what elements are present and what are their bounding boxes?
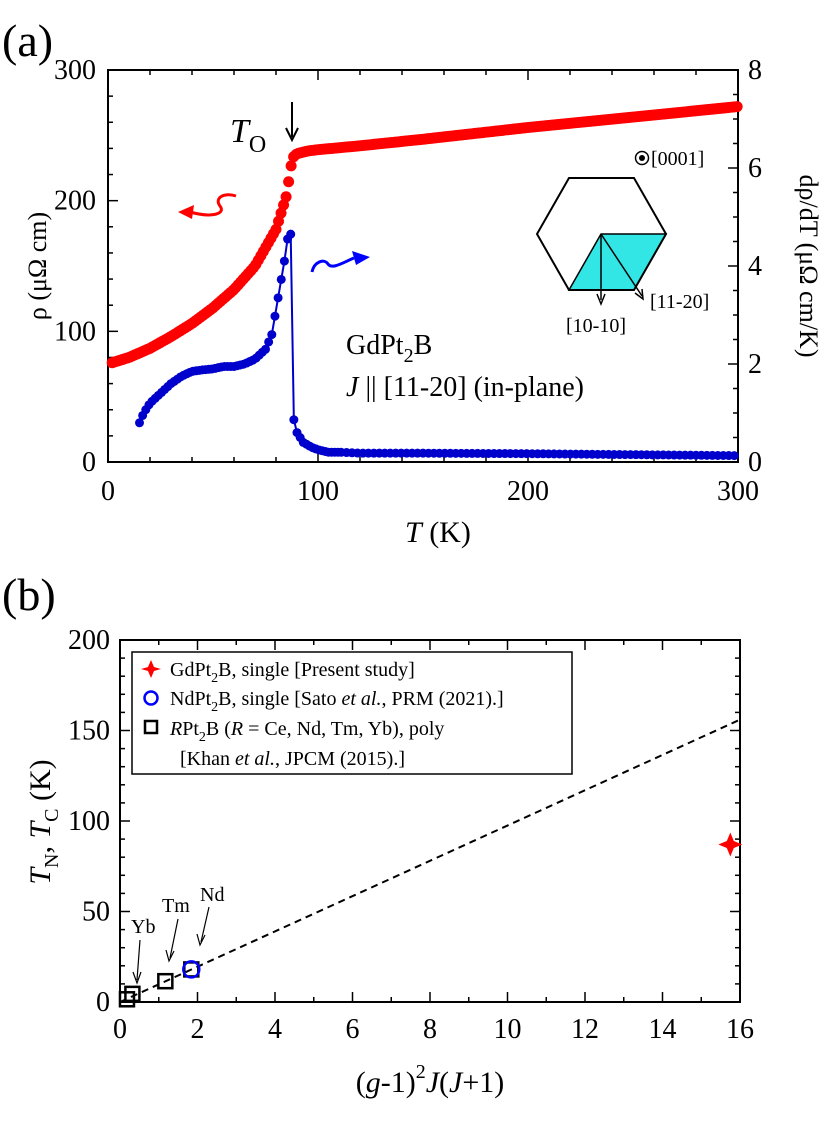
panel-a-xtick-label: 100: [297, 476, 339, 507]
panel-a-ylabel-left: ρ (μΩ cm): [23, 212, 52, 320]
panel-a-ytick-right-label: 2: [748, 349, 762, 380]
panel-b-xtick-label: 14: [649, 1014, 677, 1045]
panel-a-xtick-label: 200: [507, 476, 549, 507]
derivative-point: [264, 337, 274, 347]
point-label-nd: Nd: [200, 884, 224, 906]
legend-entry-gd: GdPt2B, single [Present study]: [170, 659, 415, 686]
point-label-yb: Yb: [131, 916, 155, 938]
transition-label-T: T: [230, 113, 251, 150]
panel-b-ytick-label: 200: [68, 625, 110, 656]
curly-arrow-left: [178, 193, 237, 219]
panel-a-ytick-left-label: 300: [54, 55, 96, 86]
sample-name-suffix: B: [414, 330, 433, 361]
derivative-point: [279, 256, 289, 266]
ndpt2b-circle-point: [182, 960, 201, 979]
panel-a-xlabel-var: T: [405, 516, 424, 549]
sample-name-main: GdPt: [346, 330, 404, 361]
panel-b-label: (b): [2, 569, 56, 620]
panel-b-ytick-label: 100: [68, 806, 110, 837]
point-label-yb-group: Yb: [131, 916, 155, 985]
derivative-point: [270, 311, 280, 321]
legend-circle-icon: [143, 690, 159, 706]
resistivity-point: [283, 176, 295, 188]
curly-arrow-right: [310, 251, 370, 273]
panel-a-ytick-right-label: 0: [748, 447, 762, 478]
panel-a-xtick-label: 0: [101, 476, 115, 507]
panel-b-ylabel: TN, TC (K): [24, 759, 63, 884]
panel-a-ytick-left-label: 200: [54, 186, 96, 217]
hexagon-inset: [0001] [11-20] [10-10]: [535, 148, 709, 337]
panel-b-ticks: 0 2 4 6 8 10 12 14 16 0 50 100 150 200: [68, 625, 754, 1045]
panel-a-ylabel-right: dρ/dT (μΩ cm/K): [794, 175, 823, 358]
derivative-point: [289, 415, 299, 425]
axis-c-icon: [634, 150, 650, 166]
panel-a-series-resistivity: [106, 101, 743, 369]
derivative-point: [261, 344, 270, 354]
axis-c-label: [0001]: [651, 148, 704, 170]
point-label-tm-group: Tm: [162, 895, 190, 963]
panel-b-ytick-label: 50: [82, 897, 110, 928]
cyan-rhombus: [567, 233, 668, 291]
derivative-point: [276, 274, 286, 284]
transition-label-sub: O: [249, 132, 266, 158]
panel-a-ytick-right-label: 6: [748, 153, 762, 184]
panel-a-xtick-label: 300: [717, 476, 759, 507]
point-label-nd-group: Nd: [196, 884, 224, 947]
current-dir: || [11-20] (in-plane): [358, 372, 584, 403]
sample-name-sub: 2: [404, 345, 414, 367]
derivative-point: [286, 229, 296, 239]
panel-a-xlabel: T (K): [405, 516, 471, 549]
panel-b-xtick-label: 10: [494, 1014, 522, 1045]
panel-b-xtick-label: 8: [423, 1014, 437, 1045]
panel-b-xtick-label: 2: [191, 1014, 205, 1045]
panel-a-label: (a): [2, 15, 53, 66]
panel-b-xtick-label: 16: [726, 1014, 754, 1045]
legend-entry-rpt2b-ref: [Khan et al., JPCM (2015).]: [180, 748, 405, 770]
derivative-point: [729, 451, 739, 461]
panel-b-points: [118, 832, 743, 1008]
panel-b-ytick-label: 150: [68, 716, 110, 747]
sample-name: GdPt2B: [346, 330, 432, 367]
panel-a-ytick-left-label: 0: [82, 447, 96, 478]
panel-b-xtick-label: 12: [571, 1014, 599, 1045]
axis-a-label: [11-20]: [650, 291, 709, 313]
derivative-point: [135, 418, 144, 428]
legend-box: [131, 651, 573, 775]
resistivity-point: [280, 191, 292, 203]
legend-entry-nd: NdPt2B, single [Sato et al., PRM (2021).…: [170, 688, 504, 715]
point-label-tm: Tm: [162, 895, 190, 917]
panel-a-xlabel-unit: (K): [422, 516, 471, 549]
legend-star-icon: [141, 660, 161, 678]
panel-b-xtick-label: 0: [113, 1014, 127, 1045]
hexagon: [535, 177, 668, 291]
axis-m-label: [10-10]: [566, 315, 626, 337]
dashed-fit-line: [119, 718, 741, 1003]
current-J: J: [346, 372, 360, 403]
derivative-point: [267, 330, 277, 340]
transition-arrow: [285, 102, 299, 143]
panel-b-ytick-label: 0: [96, 987, 110, 1018]
current-direction: J || [11-20] (in-plane): [346, 372, 584, 403]
panel-a-series-derivative: [135, 229, 739, 461]
panel-b-xtick-label: 6: [346, 1014, 360, 1045]
resistivity-point: [731, 101, 743, 113]
panel-a-ytick-left-label: 100: [54, 316, 96, 347]
legend-entry-rpt2b: RPt2B (R = Ce, Nd, Tm, Yb), poly: [169, 718, 444, 745]
legend: GdPt2B, single [Present study] NdPt2B, s…: [131, 651, 573, 775]
rpt2b-square-point: [118, 991, 136, 1008]
rpt2b-square-point: [124, 985, 141, 1003]
panel-a-ytick-right-label: 8: [748, 55, 762, 86]
derivative-point: [273, 293, 283, 303]
panel-a-ytick-right-label: 4: [748, 251, 762, 282]
panel-b-xtick-label: 4: [268, 1014, 282, 1045]
panel-b-xlabel: (g-1)2J(J+1): [356, 1061, 505, 1099]
legend-square-icon: [143, 719, 159, 735]
gdpt2b-star-point: [718, 832, 743, 857]
rpt2b-square-point: [157, 972, 174, 990]
resistivity-point: [285, 160, 297, 172]
transition-label: TO: [230, 113, 266, 158]
